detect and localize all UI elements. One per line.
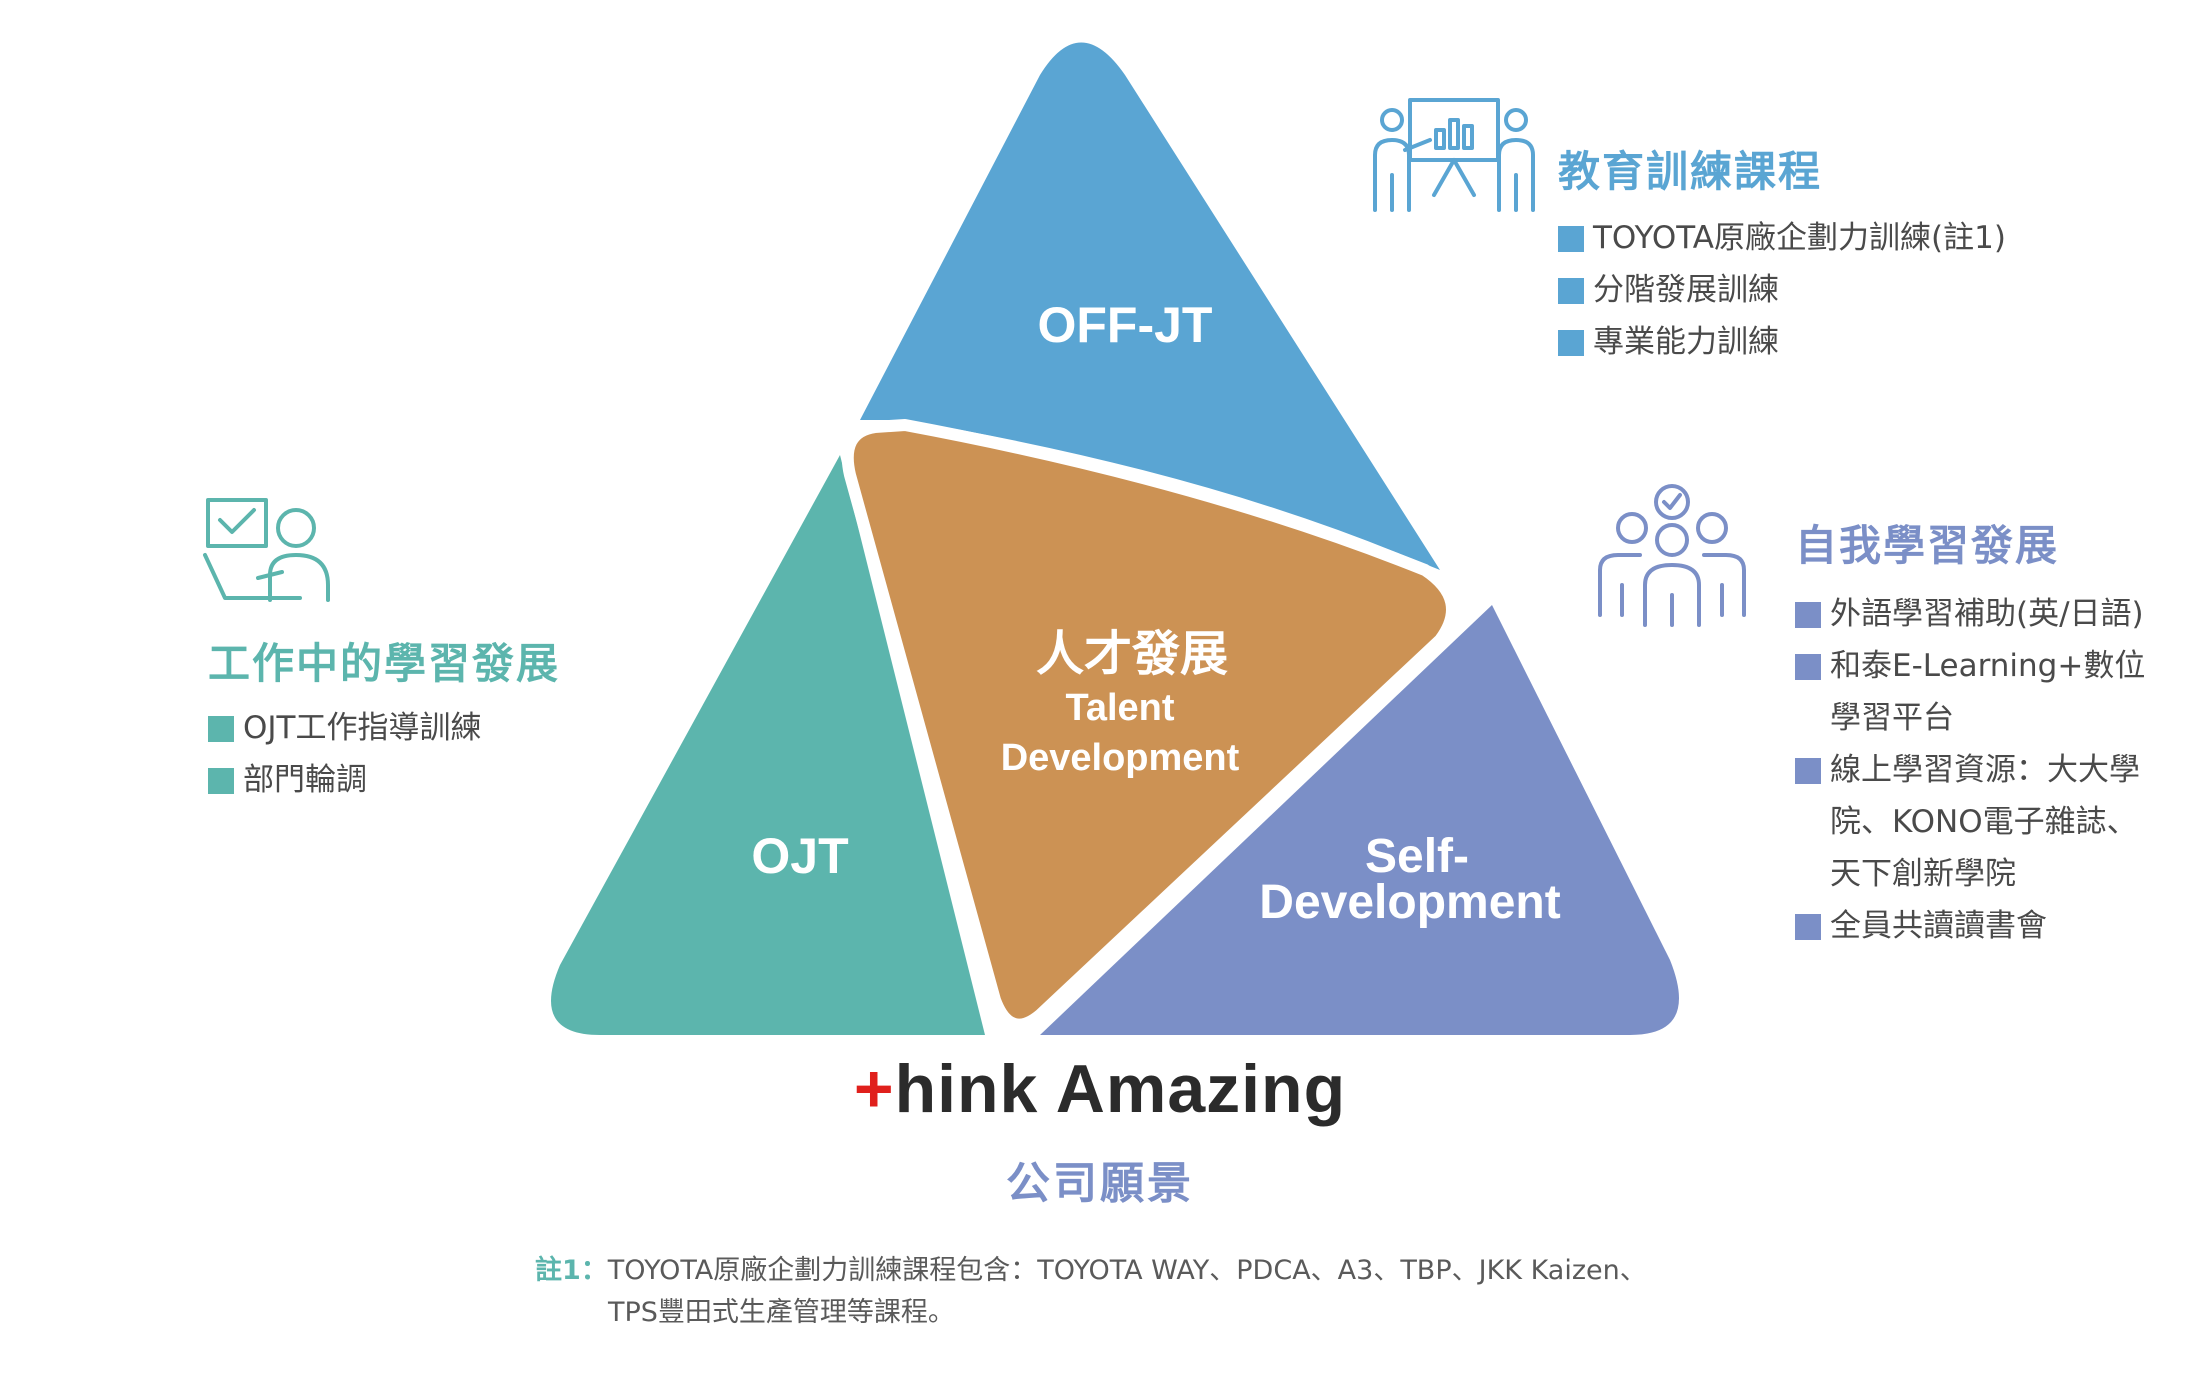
person-at-laptop-icon [203, 498, 330, 602]
list-item: TOYOTA原廠企劃力訓練(註1) [1558, 212, 2006, 264]
bullet-square [1558, 226, 1584, 252]
off-jt-section [860, 42, 1440, 570]
education-training-title: 教育訓練課程 [1558, 147, 1823, 196]
think-amazing-logo: +hink Amazing [853, 1051, 1347, 1127]
self-learning-title: 自我學習發展 [1795, 521, 2060, 570]
center-subtitle-line1: Talent [1065, 687, 1174, 729]
center-subtitle-line2: Development [1001, 737, 1240, 779]
bullet-square [1558, 278, 1584, 304]
footnote-line2: TPS豐田式生產管理等課程。 [608, 1297, 955, 1328]
center-title: 人才發展 [1036, 626, 1228, 682]
footnote-line1: TOYOTA原廠企劃力訓練課程包含：TOYOTA WAY、PDCA、A3、TBP… [607, 1255, 1647, 1286]
bullet-square [208, 768, 234, 794]
self-development-section [1040, 605, 1679, 1035]
footnote-label: 註1： [535, 1255, 608, 1286]
list-item: 分階發展訓練 [1558, 264, 2006, 316]
ojt-section [551, 455, 985, 1035]
list-item: OJT工作指導訓練 [208, 702, 481, 754]
education-training-list: TOYOTA原廠企劃力訓練(註1) 分階發展訓練 專業能力訓練 [1558, 212, 2006, 368]
off-jt-label: OFF-JT [1038, 297, 1213, 353]
group-people-icon [1598, 484, 1746, 627]
self-development-label-line2: Development [1259, 876, 1560, 929]
bullet-square [1795, 914, 1821, 940]
company-vision-label: 公司願景 [1006, 1158, 1194, 1209]
list-item: 專業能力訓練 [1558, 316, 2006, 368]
list-item: 和泰E-Learning+數位學習平台 [1795, 640, 2145, 744]
self-learning-list: 外語學習補助(英/日語) 和泰E-Learning+數位學習平台 線上學習資源：… [1795, 588, 2145, 952]
ojt-label: OJT [751, 828, 848, 884]
list-item: 全員共讀讀書會 [1795, 900, 2145, 952]
bullet-square [1795, 602, 1821, 628]
on-job-learning-title: 工作中的學習發展 [208, 639, 561, 688]
footnote: 註1：TOYOTA原廠企劃力訓練課程包含：TOYOTA WAY、PDCA、A3、… [535, 1250, 1647, 1334]
center-section [841, 419, 1458, 1031]
self-development-label-line1: Self- [1365, 830, 1469, 883]
list-item: 外語學習補助(英/日語) [1795, 588, 2145, 640]
bullet-square [1795, 758, 1821, 784]
on-job-learning-list: OJT工作指導訓練 部門輪調 [208, 702, 481, 806]
bullet-square [1558, 330, 1584, 356]
presentation-icon [1373, 98, 1535, 212]
bullet-square [1795, 654, 1821, 680]
bullet-square [208, 716, 234, 742]
list-item: 線上學習資源：大大學院、KONO電子雜誌、天下創新學院 [1795, 744, 2145, 900]
list-item: 部門輪調 [208, 754, 481, 806]
